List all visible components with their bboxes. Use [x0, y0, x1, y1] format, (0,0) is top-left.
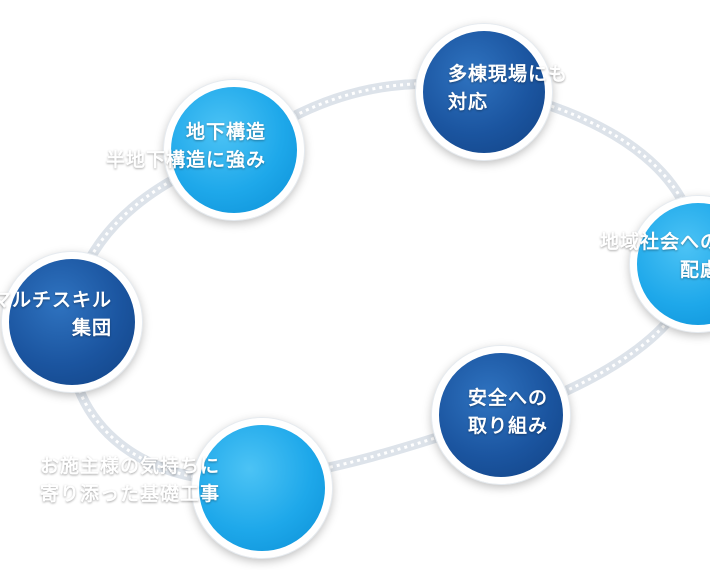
node-multi-skill-circle — [2, 252, 142, 392]
node-foundation-line-1: お施主様の気持ちに — [40, 455, 221, 477]
node-underground-line-1: 地下構造 — [185, 121, 266, 143]
node-underground-circle — [164, 80, 304, 220]
node-multi-skill-line-2: 集団 — [71, 317, 112, 339]
node-safety-line-2: 取り組み — [468, 415, 549, 437]
node-foundation-line-2: 寄り添った基礎工事 — [40, 483, 221, 505]
node-underground-line-2: 半地下構造に強み — [105, 149, 266, 171]
node-foundation-label: お施主様の気持ちに 寄り添った基礎工事 — [40, 452, 220, 508]
node-multi-skill-line-1: マルチスキル — [0, 289, 112, 311]
node-multi-skill-label: マルチスキル 集団 — [0, 286, 112, 342]
node-safety-label: 安全への 取り組み — [468, 384, 548, 440]
node-safety-line-1: 安全への — [468, 387, 549, 409]
node-multi-site-label: 多棟現場にも 対応 — [448, 60, 568, 116]
node-community-label: 地域社会への 配慮 — [600, 228, 710, 284]
node-community-line-2: 配慮 — [679, 259, 710, 281]
node-multi-site-circle — [416, 24, 552, 160]
node-multi-site-line-2: 対応 — [448, 91, 489, 113]
node-community-line-1: 地域社会への — [599, 231, 710, 253]
node-underground-label: 地下構造 半地下構造に強み — [106, 118, 266, 174]
node-foundation-circle — [192, 418, 332, 558]
node-safety-circle — [432, 346, 570, 484]
node-multi-site-line-1: 多棟現場にも — [448, 63, 569, 85]
